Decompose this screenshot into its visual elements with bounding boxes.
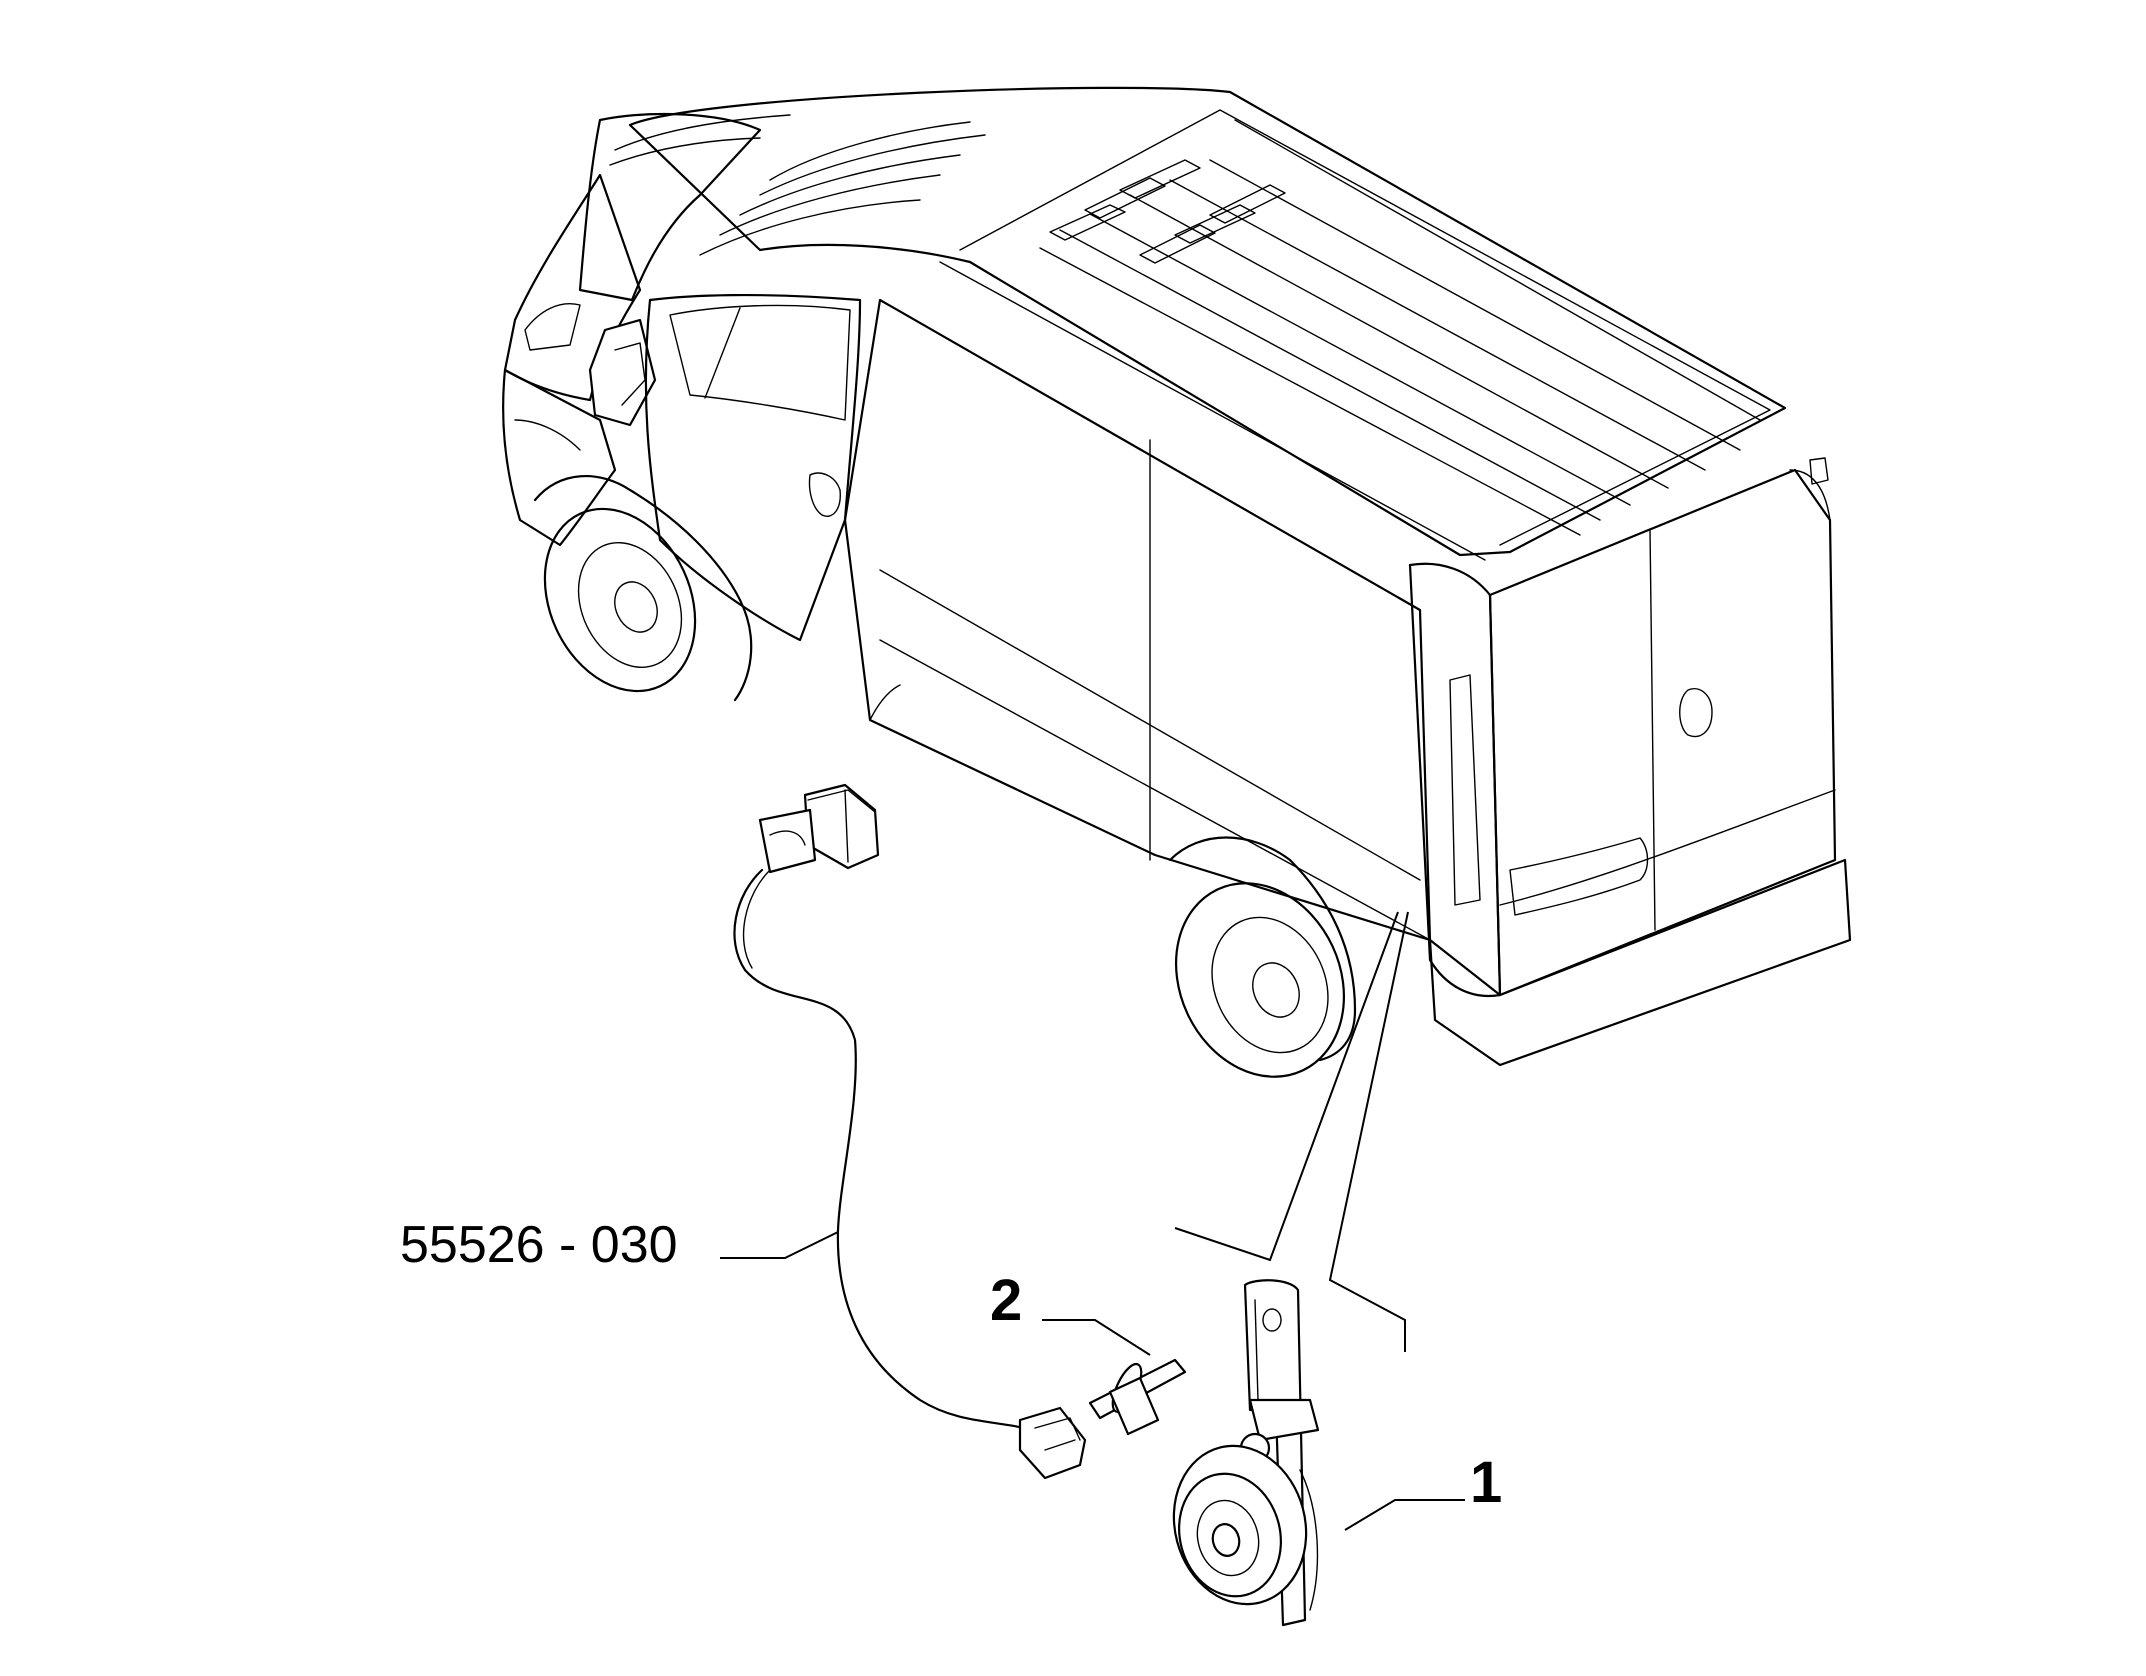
- callout-item-2: 2: [990, 1268, 1151, 1356]
- item-1-label: 1: [1470, 1450, 1502, 1515]
- callout-item-1: 1: [1344, 1450, 1502, 1531]
- callout-harness: 55526 - 030: [400, 1216, 839, 1274]
- van-illustration: [502, 86, 1852, 1078]
- horn: [1172, 911, 1409, 1627]
- item-2-label: 2: [990, 1268, 1022, 1333]
- wiring-harness: [733, 783, 1087, 1480]
- harness-part-number-label: 55526 - 030: [400, 1216, 678, 1274]
- bolt: [1088, 1358, 1187, 1436]
